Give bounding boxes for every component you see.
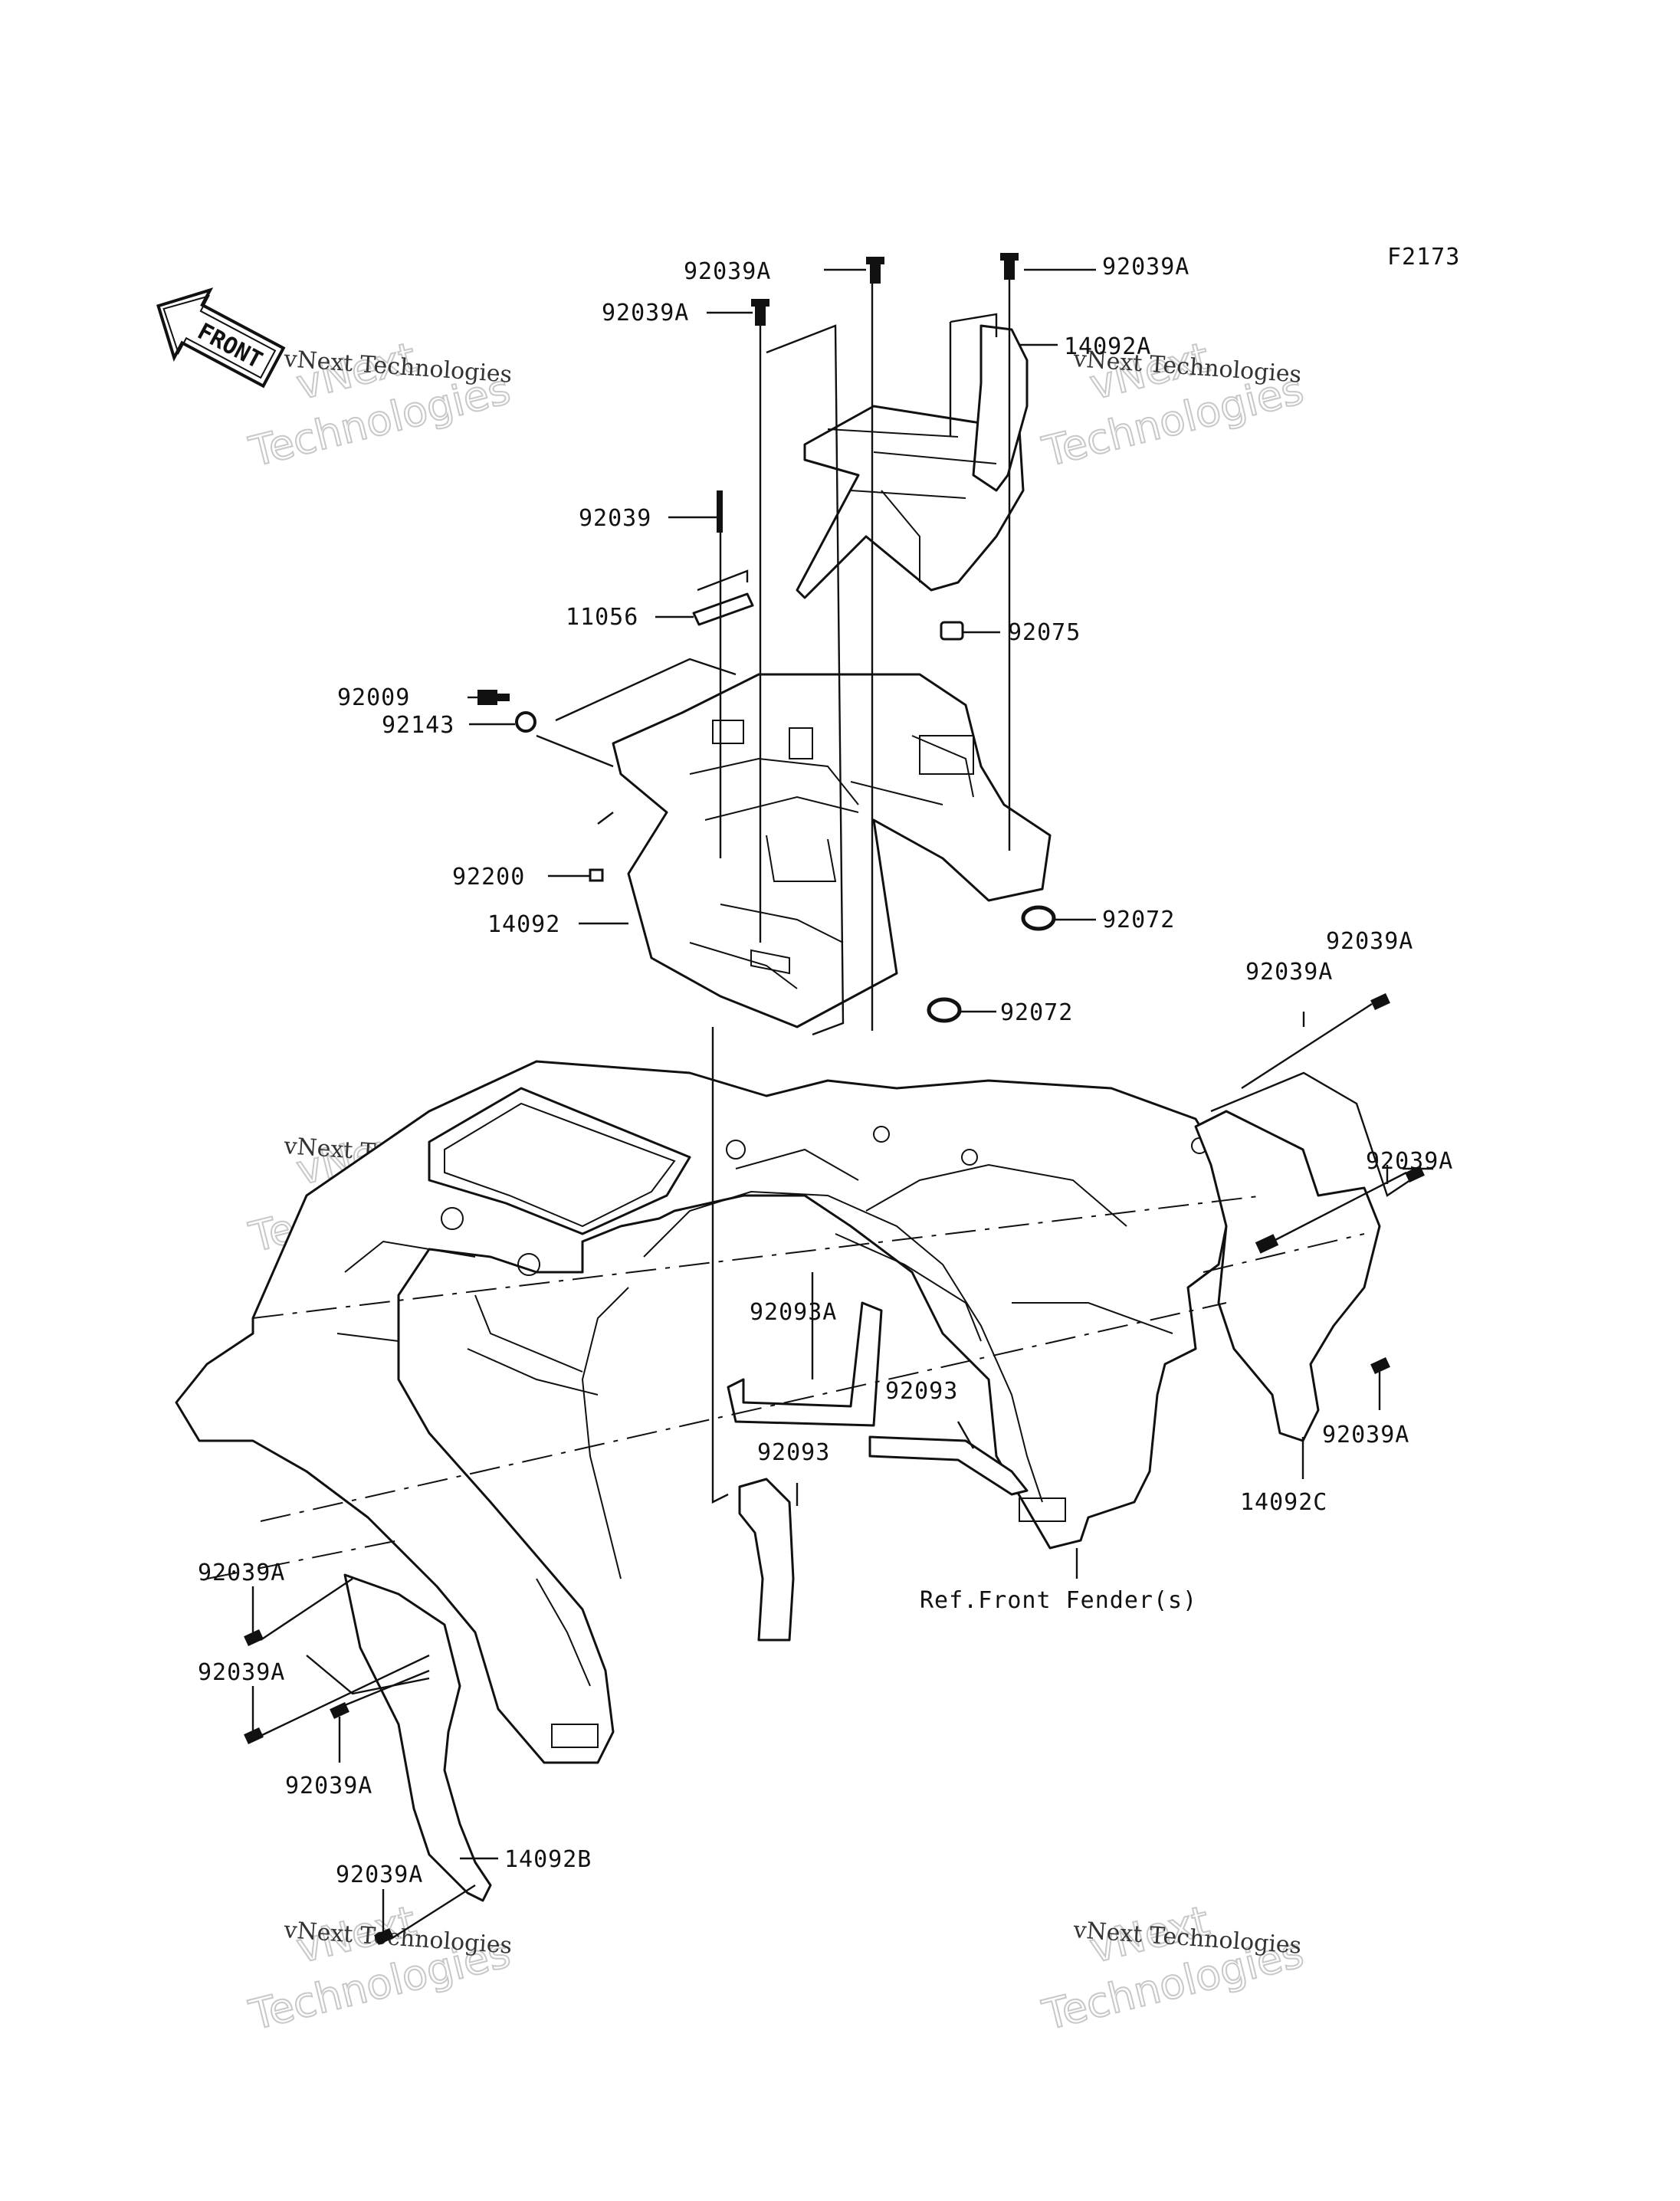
part-92093A xyxy=(727,1301,883,1427)
part-92039-rivet xyxy=(717,490,723,533)
callout-14092B: 14092B xyxy=(504,1846,592,1873)
callout-92039A-left-1: 92039A xyxy=(198,1560,285,1586)
watermark-bottom-right: vNext Technologies xyxy=(1037,1896,1309,2041)
clip-92039A-left-2 xyxy=(244,1727,264,1744)
part-92072-clamp-2 xyxy=(927,997,962,1023)
clip-92039A-left-3 xyxy=(330,1702,349,1719)
part-92093-strip-1 xyxy=(868,1435,1029,1496)
callout-92009: 92009 xyxy=(337,684,410,711)
callout-11056: 11056 xyxy=(566,604,638,631)
callout-14092: 14092 xyxy=(487,911,560,938)
callout-labels: 92039A 92039A 92039A 14092A 92039 11056 … xyxy=(198,254,1453,1888)
watermark-top-left: vNext Technologies xyxy=(244,333,516,477)
clip-92039A-left-1 xyxy=(244,1629,264,1646)
callout-92075: 92075 xyxy=(1008,619,1081,646)
callout-92039A-right-upper-left: 92039A xyxy=(1245,959,1333,986)
callout-92039A-right-upper-right: 92039A xyxy=(1326,928,1413,955)
leader-lines xyxy=(251,268,1433,1940)
callout-14092C: 14092C xyxy=(1240,1489,1327,1516)
part-14092 xyxy=(612,673,1052,1028)
callout-92039: 92039 xyxy=(579,505,651,532)
part-14092B xyxy=(343,1573,492,1902)
watermark-bottom-left: vNext Technologies xyxy=(244,1896,516,2041)
clip-92039A-top-2 xyxy=(1000,253,1019,280)
callout-92143: 92143 xyxy=(382,712,454,739)
callout-92072-lower: 92072 xyxy=(1000,999,1073,1026)
part-11056 xyxy=(692,592,754,626)
callout-92200: 92200 xyxy=(452,864,525,891)
part-92072-clamp-1 xyxy=(1021,905,1056,931)
callout-92039A-right-lower: 92039A xyxy=(1322,1422,1409,1448)
clip-92039A-right-2 xyxy=(1370,993,1390,1010)
callout-92039A-left-2: 92039A xyxy=(198,1659,285,1686)
diagram-code: F2173 xyxy=(1387,244,1460,271)
callout-92072-upper: 92072 xyxy=(1102,907,1175,933)
part-14092A xyxy=(796,324,1029,599)
callout-92093-right: 92093 xyxy=(885,1378,958,1405)
clip-92039A-top-3 xyxy=(751,299,769,326)
clip-92039A-right-1 xyxy=(1255,1234,1279,1254)
callout-92039A-right-mid: 92039A xyxy=(1366,1148,1453,1175)
clip-92039A-right-4 xyxy=(1370,1357,1390,1374)
clip-92039A-top-1 xyxy=(866,257,884,284)
part-14092C xyxy=(1194,1110,1381,1442)
callout-92039A-left-3: 92039A xyxy=(285,1773,372,1799)
part-rear-fender xyxy=(175,1060,1228,1764)
front-arrow-icon: FRONT xyxy=(156,287,286,389)
clip-92039A-left-4 xyxy=(374,1928,394,1945)
callout-92093A: 92093A xyxy=(750,1299,837,1326)
callout-92039A-left-4: 92039A xyxy=(336,1862,423,1888)
part-92075 xyxy=(940,621,964,641)
callout-92039A-top-center: 92039A xyxy=(684,258,771,285)
part-92093-strip-2 xyxy=(738,1478,795,1642)
clip-92039A-right-3 xyxy=(1405,1166,1425,1183)
callout-14092A: 14092A xyxy=(1064,333,1151,360)
part-92143-washer xyxy=(515,711,536,733)
reference-note-front-fenders: Ref.Front Fender(s) xyxy=(920,1587,1197,1614)
assembly-dashed-lines xyxy=(206,1195,1365,1579)
part-92200-grommet xyxy=(589,868,604,882)
callout-92039A-top-left: 92039A xyxy=(602,300,689,326)
callout-92039A-top-right: 92039A xyxy=(1102,254,1189,280)
part-92009-bolt xyxy=(477,690,510,705)
callout-92093-left: 92093 xyxy=(757,1439,830,1466)
